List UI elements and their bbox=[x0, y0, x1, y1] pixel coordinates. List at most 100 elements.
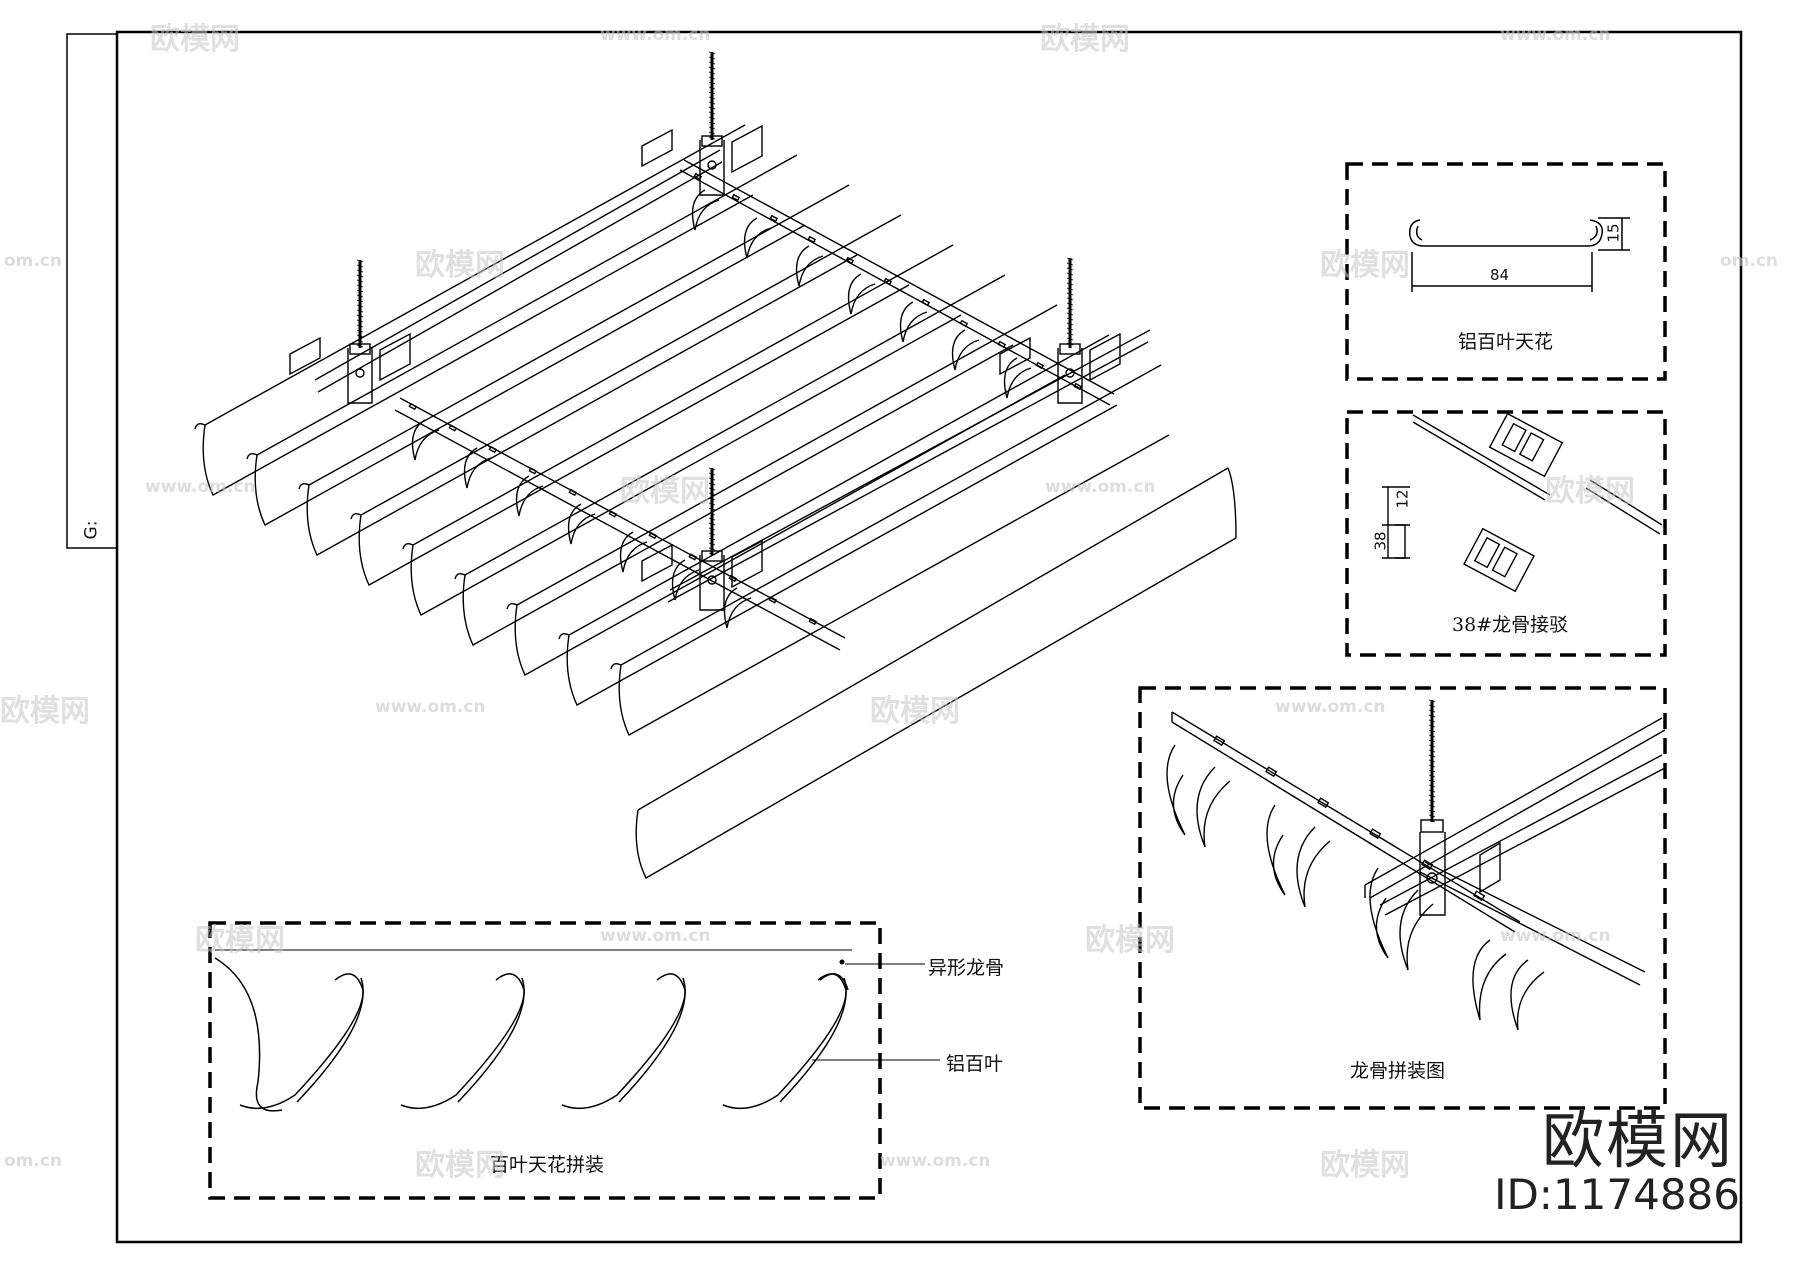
rod-thread bbox=[708, 61, 716, 65]
dim-height-15: 15 bbox=[1604, 223, 1623, 243]
rod-thread bbox=[356, 259, 364, 263]
rod-thread bbox=[1066, 322, 1074, 326]
keel-slot bbox=[528, 467, 538, 475]
main-keel bbox=[667, 329, 1151, 603]
keel-hook bbox=[723, 587, 752, 629]
watermark-url: www.om.cn bbox=[1500, 926, 1611, 946]
watermark-url: www.om.cn bbox=[375, 697, 486, 717]
watermark-repeat: 欧模网 bbox=[415, 248, 505, 283]
cross-keel bbox=[394, 397, 846, 651]
sheet-border bbox=[115, 30, 1743, 1244]
rod-thread bbox=[708, 136, 716, 140]
keel-hook bbox=[795, 245, 824, 287]
hanger-bracket bbox=[347, 348, 373, 404]
watermark-repeat: 欧模网 bbox=[1320, 1148, 1410, 1183]
rod-thread bbox=[1066, 272, 1074, 276]
watermark-url: www.om.cn bbox=[1045, 477, 1156, 497]
louver-assembly-title: 百叶天花拼装 bbox=[490, 1154, 605, 1176]
louver-hook-blade bbox=[214, 957, 283, 1112]
rod-nut bbox=[701, 550, 723, 562]
rod-thread bbox=[708, 552, 716, 556]
rod-thread bbox=[708, 71, 716, 75]
keel-hook bbox=[463, 447, 492, 489]
louver-blade-lip bbox=[558, 632, 570, 640]
keel-slot bbox=[808, 617, 818, 626]
rod-thread bbox=[1428, 809, 1436, 813]
keel-joint-parts bbox=[1382, 412, 1663, 593]
rod-thread bbox=[1428, 804, 1436, 808]
rod-thread bbox=[1066, 327, 1074, 331]
rod-thread bbox=[708, 106, 716, 110]
louver-hook-blade bbox=[400, 973, 525, 1110]
keel-end-clip bbox=[289, 336, 321, 376]
keel-slot bbox=[648, 531, 658, 540]
keel-hook bbox=[515, 475, 544, 517]
rod-thread bbox=[356, 339, 364, 343]
rail-slot bbox=[1213, 735, 1226, 747]
watermark-url: www.om.cn bbox=[145, 477, 256, 497]
keel-slot bbox=[845, 256, 855, 265]
keel-slot bbox=[688, 553, 698, 561]
louver-profile-title: 铝百叶天花 bbox=[1458, 331, 1554, 353]
louver-assembly-view bbox=[214, 957, 849, 1112]
rod-thread bbox=[1428, 789, 1436, 793]
rod-thread bbox=[356, 304, 364, 308]
assembly-clip bbox=[1479, 841, 1501, 894]
rod-thread bbox=[708, 96, 716, 100]
rod-thread bbox=[708, 91, 716, 95]
rod-thread bbox=[708, 472, 716, 476]
watermark-url-short: om.cn bbox=[1720, 251, 1779, 271]
rod-thread bbox=[1428, 754, 1436, 758]
rod-thread bbox=[356, 309, 364, 313]
rod-thread bbox=[356, 334, 364, 338]
louver-blade-lip bbox=[610, 662, 622, 670]
watermark-url-short: om.cn bbox=[4, 1151, 63, 1171]
louver-hook-blade bbox=[561, 973, 686, 1110]
rod-thread bbox=[708, 111, 716, 115]
keel-hook bbox=[847, 273, 876, 315]
louver-blade bbox=[516, 304, 1058, 606]
rod-thread bbox=[708, 517, 716, 521]
louver-blade-face bbox=[202, 194, 754, 496]
rod-thread bbox=[356, 329, 364, 333]
louver-blade bbox=[620, 364, 1162, 666]
watermark-id: ID:1174886 bbox=[1494, 1170, 1740, 1219]
keel-slot bbox=[731, 193, 741, 202]
keel-slot bbox=[608, 510, 618, 518]
rod-nut bbox=[1059, 343, 1081, 355]
louver-hook-edge bbox=[779, 977, 847, 1103]
keel-slot bbox=[488, 445, 498, 454]
rod-nut bbox=[349, 343, 371, 355]
rod-thread bbox=[1066, 267, 1074, 271]
rod-thread bbox=[1066, 257, 1074, 261]
dim-top-12: 12 bbox=[1393, 489, 1412, 509]
detail-box-louver-profile bbox=[1345, 162, 1667, 381]
rail-slot bbox=[1369, 828, 1382, 840]
rod-thread bbox=[708, 121, 716, 125]
louver-blade-face bbox=[410, 314, 962, 616]
louver-hook-blade bbox=[239, 973, 364, 1110]
louver-blade bbox=[412, 244, 954, 546]
keel-slot bbox=[807, 235, 817, 244]
rod-thread bbox=[708, 101, 716, 105]
keel-hook bbox=[691, 189, 720, 231]
rod-thread bbox=[1066, 307, 1074, 311]
rod-thread bbox=[1428, 704, 1436, 708]
keel-end-clip bbox=[1089, 332, 1121, 382]
rod-thread bbox=[1428, 779, 1436, 783]
rail-slot bbox=[1317, 797, 1330, 809]
rod-thread bbox=[708, 492, 716, 496]
rod-thread bbox=[356, 314, 364, 318]
rod-thread bbox=[1066, 332, 1074, 336]
rod-thread bbox=[1066, 282, 1074, 286]
keel-end-clip bbox=[999, 336, 1031, 376]
louver-blade-lip bbox=[402, 542, 414, 550]
rod-thread bbox=[708, 507, 716, 511]
keel-slot bbox=[768, 596, 778, 604]
detail-box-keel-assembly bbox=[1138, 686, 1667, 1110]
keel-joint-title: 38#龙骨接驳 bbox=[1452, 614, 1569, 636]
main-keel bbox=[314, 149, 723, 393]
rod-thread bbox=[708, 527, 716, 531]
rod-thread bbox=[1066, 312, 1074, 316]
